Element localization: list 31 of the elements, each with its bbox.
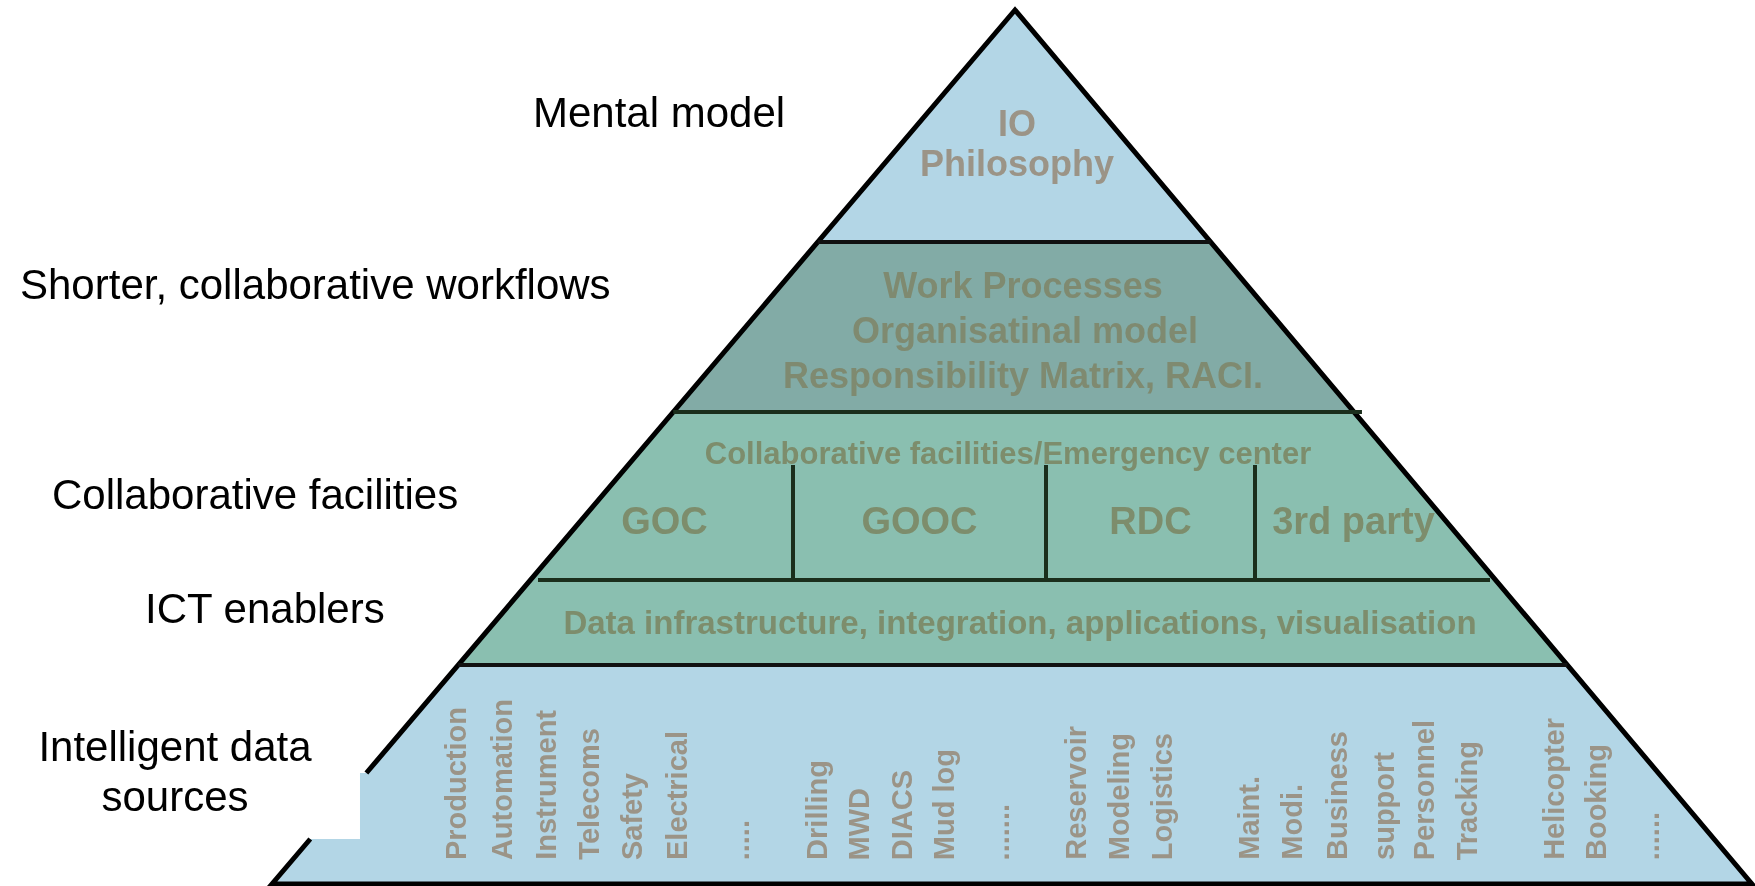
source-label: Mud log: [930, 748, 959, 860]
source-label: Booking: [1582, 744, 1611, 860]
source-label: Automation: [488, 698, 517, 860]
source-label: Production: [442, 706, 471, 860]
source-label: Drilling: [803, 760, 832, 860]
source-label: Telecoms: [575, 728, 604, 860]
source-label: DIACS: [888, 769, 917, 860]
source-label: Safety: [618, 772, 647, 860]
source-label: Instrument: [532, 710, 561, 860]
source-label: Tracking: [1453, 740, 1482, 860]
level-label: Mental model: [533, 88, 786, 138]
source-label: Modi.: [1278, 784, 1307, 860]
layer-text: IO Philosophy: [918, 104, 1115, 184]
source-label: MWD: [845, 787, 874, 860]
source-label: ......: [1635, 811, 1664, 860]
source-label: Business: [1323, 731, 1352, 860]
level-label: Collaborative facilities: [52, 470, 459, 520]
layer-text: Data infrastructure, integration, applications, visualisation: [563, 605, 1477, 642]
source-label: Personnel: [1410, 719, 1439, 860]
source-label: Helicopter: [1540, 718, 1569, 860]
source-label: .......: [985, 803, 1014, 860]
source-label: Modeling: [1105, 732, 1134, 860]
source-label: Electrical: [663, 731, 692, 860]
level-label: Intelligent data sources: [37, 722, 313, 823]
source-label: Reservoir: [1062, 726, 1091, 860]
source-label: Logistics: [1148, 732, 1177, 860]
source-label: .....: [725, 819, 754, 860]
source-label: Maint.: [1235, 776, 1264, 860]
source-label: support: [1370, 752, 1399, 860]
level-label: Shorter, collaborative workflows: [20, 260, 611, 310]
level-label: ICT enablers: [145, 584, 385, 634]
